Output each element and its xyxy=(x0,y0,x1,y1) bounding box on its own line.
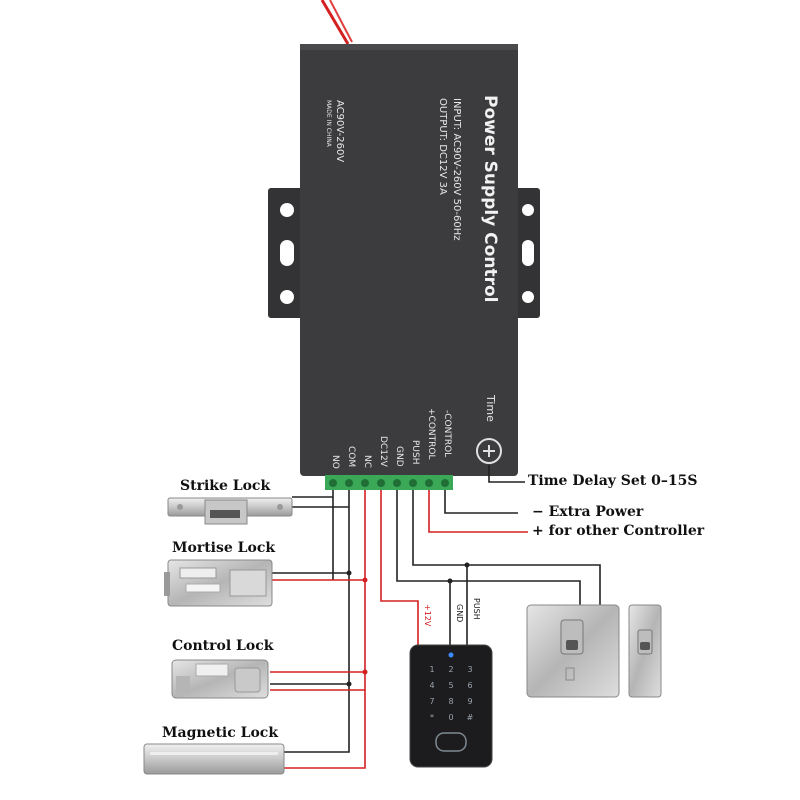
device-time-label: Time xyxy=(484,395,497,422)
wire-control-plus xyxy=(428,490,528,533)
exit-button-large-image xyxy=(526,604,620,698)
device-ac-label: AC90V-260V xyxy=(334,100,345,163)
svg-text:*: * xyxy=(430,713,434,722)
svg-text:1: 1 xyxy=(429,665,434,674)
svg-text:5: 5 xyxy=(448,681,453,690)
extra-power-minus-label: − Extra Power xyxy=(532,504,644,520)
wire-push xyxy=(412,490,601,612)
svg-text:7: 7 xyxy=(429,697,434,706)
svg-text:4: 4 xyxy=(429,681,434,690)
terminal-label-dc12v: DC12V xyxy=(378,436,388,467)
svg-text:9: 9 xyxy=(467,697,472,706)
time-knob-icon[interactable] xyxy=(476,438,502,464)
terminal-label-gnd: GND xyxy=(394,446,404,467)
svg-text:8: 8 xyxy=(448,697,453,706)
terminal-block xyxy=(325,475,453,490)
magnetic-lock-image xyxy=(143,743,285,775)
control-lock-image xyxy=(171,659,269,699)
time-delay-leader xyxy=(488,465,525,483)
wire-junctions xyxy=(346,562,470,687)
ac-power-cable xyxy=(320,0,350,45)
svg-text:2: 2 xyxy=(448,665,453,674)
terminal-label-control-plus: +CONTROL xyxy=(426,408,436,460)
terminal-label-com: COM xyxy=(346,446,356,468)
terminal-label-control-minus: -CONTROL xyxy=(442,410,452,458)
mounting-bracket-right xyxy=(514,188,540,318)
wire-com xyxy=(282,490,350,753)
svg-text:6: 6 xyxy=(467,681,472,690)
label-push: PUSH xyxy=(472,598,481,620)
wire-control-minus xyxy=(444,490,518,514)
exit-button-narrow-image xyxy=(628,604,662,698)
device-title: Power Supply Control xyxy=(480,95,500,303)
svg-text:3: 3 xyxy=(467,665,472,674)
terminal-screws xyxy=(329,479,449,487)
magnetic-lock-label: Magnetic Lock xyxy=(162,725,279,741)
mortise-lock-image xyxy=(164,559,273,607)
keypad-reader-image: 1 2 3 4 5 6 7 8 9 * 0 # xyxy=(409,644,493,768)
label-gnd: GND xyxy=(455,604,464,623)
wire-nc xyxy=(282,490,366,769)
time-delay-label: Time Delay Set 0–15S xyxy=(528,473,698,489)
mounting-bracket-left xyxy=(268,188,304,318)
strike-lock-image xyxy=(167,497,293,525)
svg-text:#: # xyxy=(467,713,474,722)
wire-gnd xyxy=(396,490,581,612)
terminal-label-no: NO xyxy=(330,455,340,469)
svg-text:0: 0 xyxy=(448,713,453,722)
strike-lock-label: Strike Lock xyxy=(180,478,271,494)
terminal-label-push: PUSH xyxy=(410,440,420,465)
control-lock-label: Control Lock xyxy=(172,638,274,654)
ac-power-cable-2 xyxy=(329,0,353,43)
device-origin: MADE IN CHINA xyxy=(325,100,332,147)
label-12v: +12V xyxy=(423,604,432,627)
extra-power-plus-label: + for other Controller xyxy=(532,523,705,539)
power-supply-case xyxy=(300,44,518,476)
terminal-label-nc: NC xyxy=(362,455,372,469)
device-output-spec: OUTPUT: DC12V 3A xyxy=(437,98,448,195)
wire-keypad-12v xyxy=(380,490,419,645)
mortise-lock-label: Mortise Lock xyxy=(172,540,276,556)
device-input-spec: INPUT: AC90V-260V 50-60Hz xyxy=(451,98,462,241)
